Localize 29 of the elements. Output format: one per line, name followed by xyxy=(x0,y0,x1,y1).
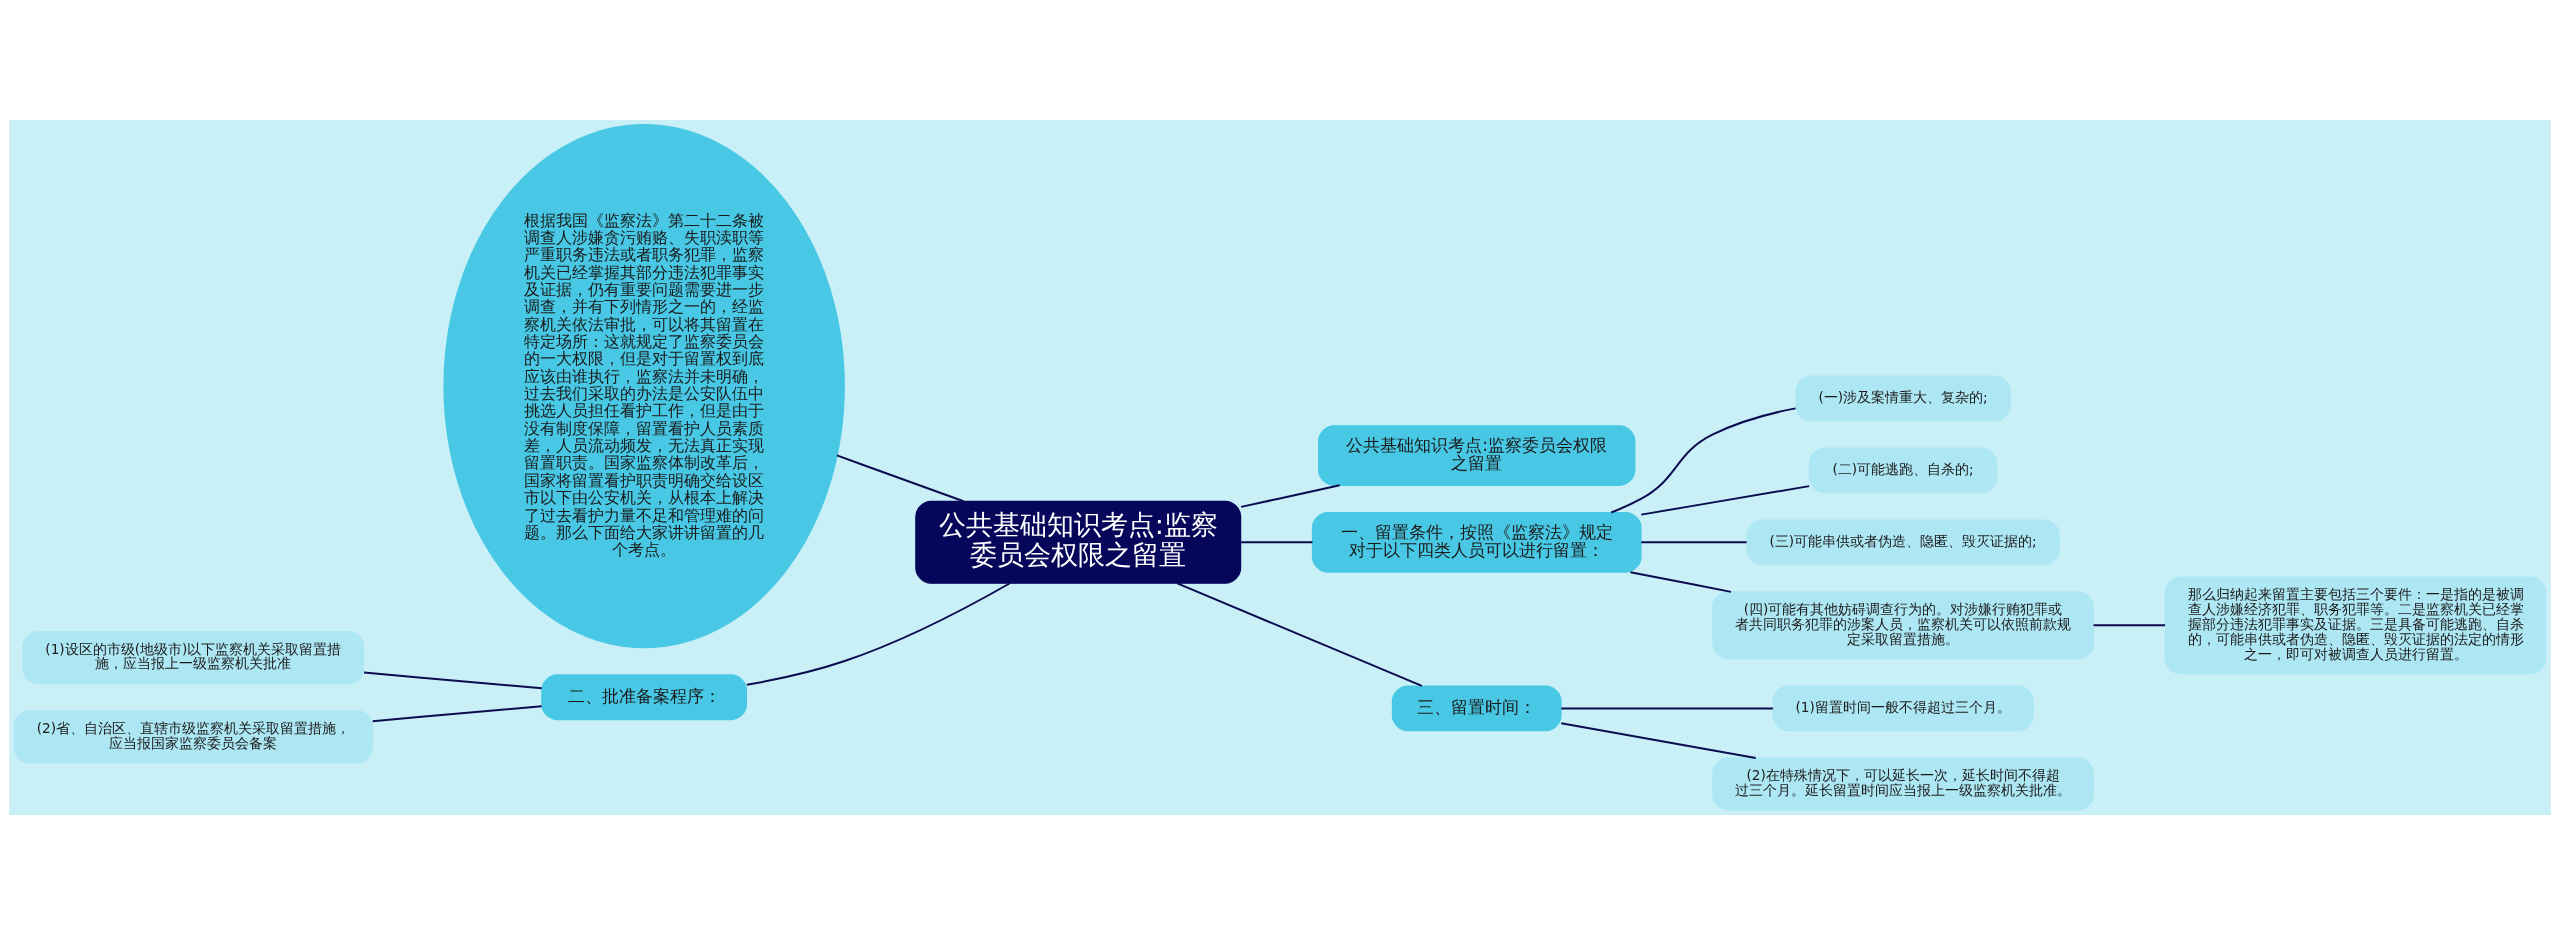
node-box: 公共基础知识考点:监察委员会权限之留置 xyxy=(1318,424,1636,486)
connector xyxy=(1240,483,1341,508)
node-box: (2)省、自治区、直辖市级监察机关采取留置措施，应当报国家监察委员会备案 xyxy=(13,709,374,764)
connector xyxy=(1629,570,1732,593)
node-box: (1)留置时间一般不得超过三个月。 xyxy=(1772,684,2034,731)
node-box: 一、留置条件，按照《监察法》规定对于以下四类人员可以进行留置： xyxy=(1311,511,1642,573)
node-box: 那么归纳起来留置主要包括三个要件：一是指的是被调查人涉嫌经济犯罪、职务犯罪等。二是监察机关已经掌握部分违法犯罪事实及证据。三是具备可能逃跑、自杀的，可能串供或者伪造、隐匿、毁灭证据的法定的情形之一，即可对被调查人员进行留置。 xyxy=(2164,575,2547,674)
connector xyxy=(1610,406,1797,513)
connector xyxy=(1560,706,1774,709)
node-box: (三)可能串供或者伪造、隐匿、毁灭证据的; xyxy=(1746,518,2060,565)
connector xyxy=(1176,581,1423,687)
node-box: (四)可能有其他妨碍调查行为的。对涉嫌行贿犯罪或者共同职务犯罪的涉案人员，监察机关可以依照前款规定采取留置措施。 xyxy=(1712,590,2094,659)
connector xyxy=(1240,540,1314,543)
connector xyxy=(2092,623,2167,626)
connector xyxy=(835,453,965,502)
connector xyxy=(745,582,1011,686)
node-box: 二、批准备案程序： xyxy=(541,673,747,720)
node-ellipse: 根据我国《监察法》第二十二条被调查人涉嫌贪污贿赂、失职渎职等严重职务违法或者职务犯罪，监察机关已经掌握其部分违法犯罪事实及证据，仍有重要问题需要进一步调查，并有下列情形之一的，经监察机关依法审批，可以将其留置在特定场所：这就规定了监察委员会的一大权限，但是对于留置权到底应该由谁执行，监察法并未明确，过去我们采取的办法是公安队伍中挑选人员担任看护工作，但是由于没有制度保障，留置看护人员素质差，人员流动频发，无法真正实现留置职责。国家监察体制改革后，国家将留置看护职责明确交给设区市以下由公安机关，从根本上解决了过去看护力量不足和管理难的问题。那么下面给大家讲讲留置的几个考点。 xyxy=(443,123,845,648)
connector xyxy=(363,671,543,689)
node-box: 三、留置时间： xyxy=(1391,684,1562,731)
node-box: (2)在特殊情况下，可以延长一次，延长时间不得超过三个月。延长留置时间应当报上一级监察机关批准。 xyxy=(1712,756,2094,811)
connector xyxy=(1640,540,1748,543)
node-box: 公共基础知识考点:监察委员会权限之留置 xyxy=(915,500,1242,584)
connector xyxy=(371,704,543,722)
connector xyxy=(1640,484,1811,516)
connector xyxy=(1560,721,1757,759)
node-box: (一)涉及案情重大、复杂的; xyxy=(1795,375,2011,421)
node-box: (1)设区的市级(地级市)以下监察机关采取留置措施，应当报上一级监察机关批准 xyxy=(22,630,365,684)
node-box: (二)可能逃跑、自杀的; xyxy=(1808,447,1998,493)
